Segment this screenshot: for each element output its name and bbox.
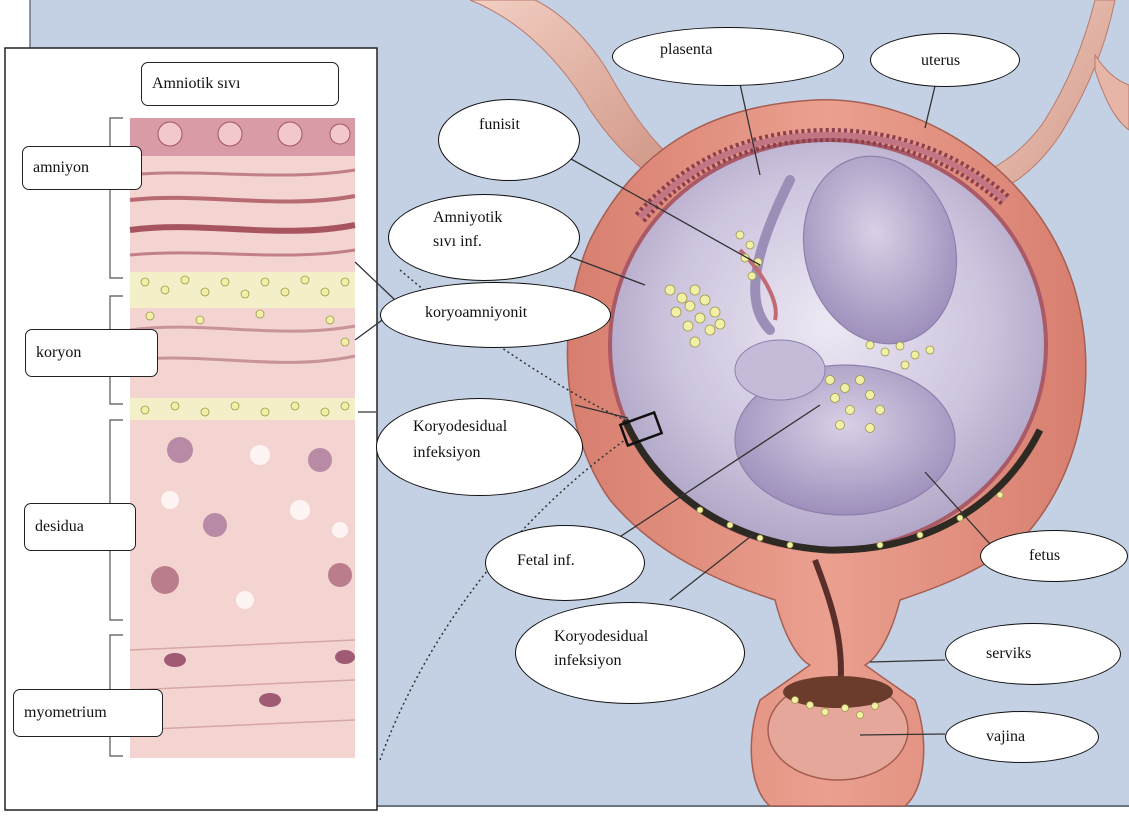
callout-amniotic-fluid-inf-line2: sıvı inf.: [433, 231, 482, 252]
callout-chorioamnionitis: koryoamniyonit: [380, 282, 611, 348]
callout-amniotic-fluid-inf: Amniyotik sıvı inf.: [388, 194, 580, 281]
callout-fetus-text: fetus: [1029, 545, 1060, 566]
callout-fetal-inf-text: Fetal inf.: [517, 550, 575, 571]
callout-amniotic-fluid-inf-line1: Amniyotik: [433, 207, 502, 228]
callout-choriodecidual-2: Koryodesidual infeksiyon: [515, 602, 745, 704]
label-amnion: amniyon: [22, 146, 142, 190]
callout-uterus-text: uterus: [921, 50, 960, 71]
label-amniotic-fluid: Amniotik sıvı: [141, 62, 339, 106]
callout-vagina: vajina: [945, 711, 1099, 763]
callout-uterus: uterus: [870, 33, 1020, 87]
callout-choriodecidual-1-line2: infeksiyon: [413, 442, 481, 463]
callout-cervix-text: serviks: [986, 643, 1031, 664]
label-chorion: koryon: [25, 329, 158, 377]
callout-placenta-text: plasenta: [660, 39, 712, 60]
callout-funisitis: funisit: [438, 99, 580, 181]
callout-choriodecidual-2-line1: Koryodesidual: [554, 626, 648, 647]
callout-vagina-text: vajina: [986, 726, 1025, 747]
callout-funisitis-text: funisit: [479, 114, 520, 135]
label-myometrium: myometrium: [13, 689, 163, 737]
callout-choriodecidual-2-line2: infeksiyon: [554, 650, 622, 671]
callout-placenta: plasenta: [612, 27, 844, 86]
callout-cervix: serviks: [945, 623, 1121, 685]
callout-fetal-inf: Fetal inf.: [485, 525, 645, 601]
label-decidua: desidua: [24, 503, 136, 551]
callout-choriodecidual-1: Koryodesidual infeksiyon: [376, 398, 583, 496]
callout-choriodecidual-1-line1: Koryodesidual: [413, 416, 507, 437]
callout-chorioamnionitis-text: koryoamniyonit: [425, 302, 527, 323]
callout-fetus: fetus: [980, 530, 1128, 582]
